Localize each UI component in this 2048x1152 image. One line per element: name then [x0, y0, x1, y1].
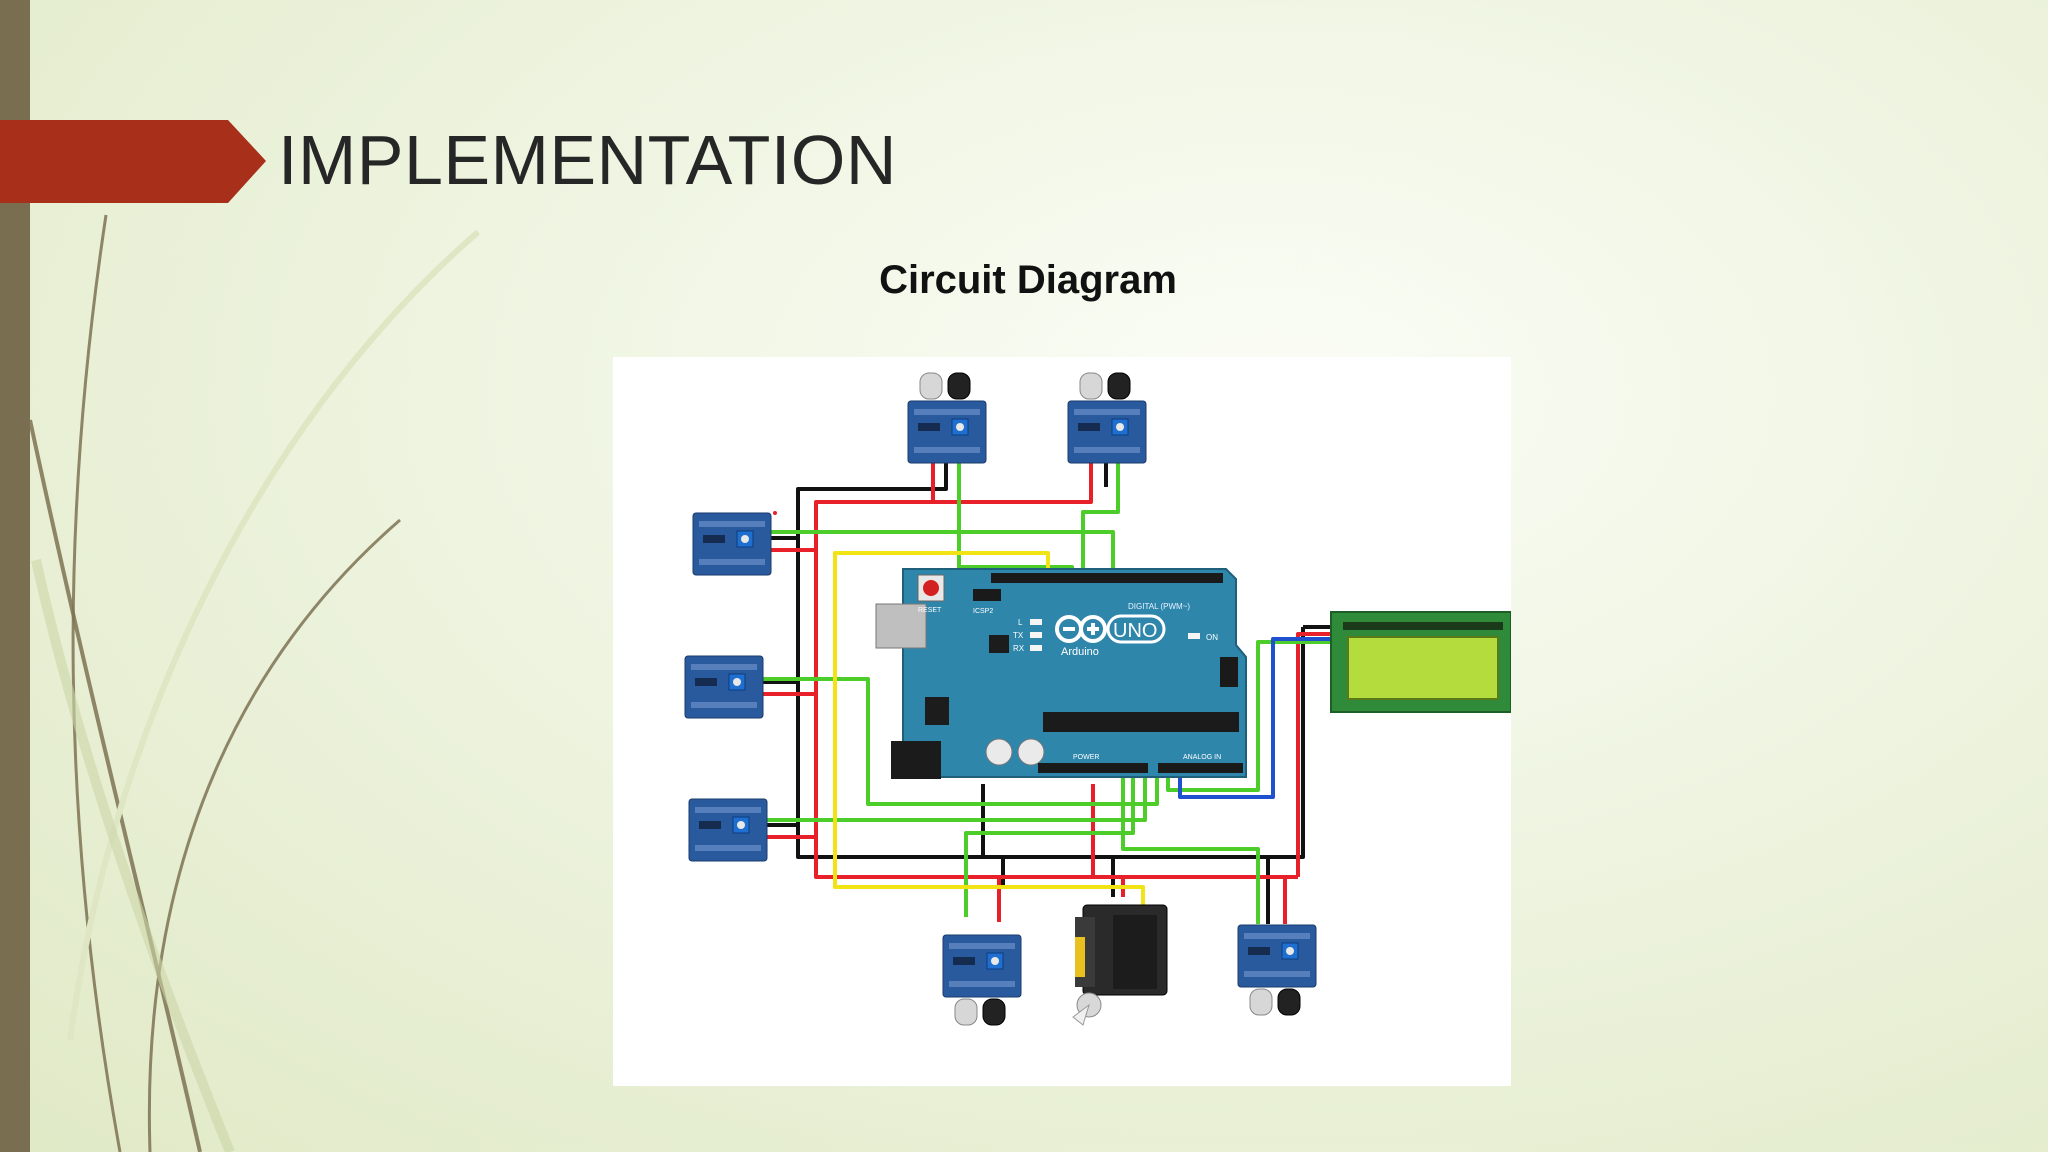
lcd-screen	[1347, 636, 1499, 700]
lcd-display	[1330, 611, 1511, 713]
arduino-uno-board: RESET DIGITAL (PWM~) ICSP2 L TX RX UNO A…	[875, 568, 1247, 779]
on-label: ON	[1206, 633, 1218, 642]
slide-title: IMPLEMENTATION	[278, 121, 897, 199]
ir-sensor-left-2	[684, 655, 764, 719]
digital-header	[991, 573, 1223, 583]
led-rx-label: RX	[1013, 644, 1025, 653]
ir-sensor-left-1	[692, 512, 772, 576]
title-ribbon	[0, 120, 266, 203]
board-brand: Arduino	[1061, 646, 1099, 658]
power-header	[1038, 763, 1148, 773]
microcontroller-chip	[1043, 712, 1239, 732]
reset-label: RESET	[918, 607, 942, 614]
board-model: UNO	[1113, 620, 1157, 642]
led-l-label: L	[1018, 618, 1023, 627]
analog-label: ANALOG IN	[1183, 754, 1221, 761]
swoosh-lines	[28, 214, 480, 1152]
analog-header	[1158, 763, 1243, 773]
usb-port	[875, 603, 927, 649]
ir-sensor-left-3	[688, 798, 768, 862]
icsp-label: ICSP2	[973, 608, 993, 615]
slide-subtitle: Circuit Diagram	[879, 258, 1177, 302]
arduino-logo: UNO Arduino	[1055, 614, 1166, 658]
wires	[751, 460, 1344, 924]
digital-label: DIGITAL (PWM~)	[1128, 602, 1190, 611]
circuit-diagram: RESET DIGITAL (PWM~) ICSP2 L TX RX UNO A…	[613, 357, 1511, 1086]
led-tx-label: TX	[1013, 631, 1024, 640]
power-label: POWER	[1073, 754, 1099, 761]
servo-motor	[1072, 904, 1168, 1026]
power-jack	[891, 741, 941, 779]
